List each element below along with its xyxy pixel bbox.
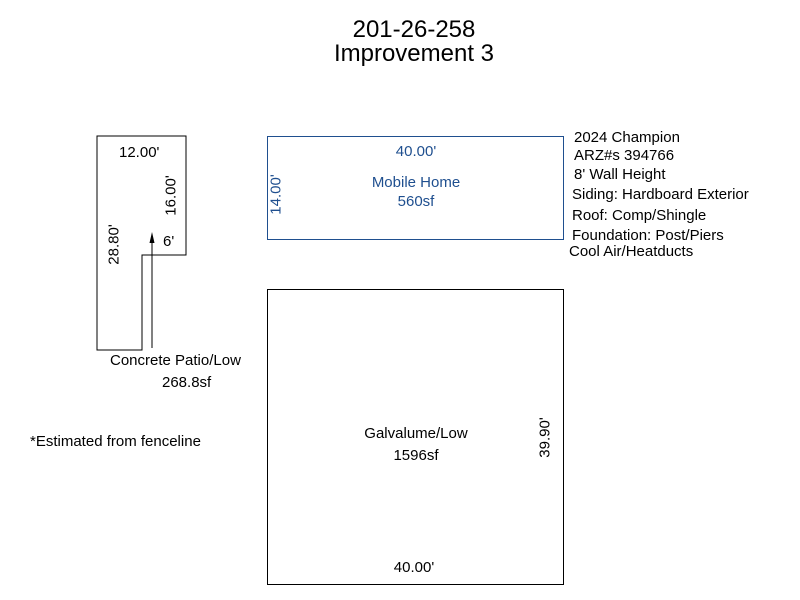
patio-outline [96,135,187,351]
mobile-home-width-dimension: 40.00' [395,143,437,160]
patio-arrow-head [149,232,155,243]
galvalume-area: 1596sf [393,447,439,464]
patio-notch-dimension: 6' [163,233,175,250]
detail-wall-height: 8' Wall Height [574,166,666,183]
detail-hvac: Cool Air/Heatducts [569,243,694,260]
galvalume-bottom-dimension: 40.00' [393,559,435,576]
mobile-home-height-dimension: 14.00' [267,174,285,215]
detail-arz-number: ARZ#s 394766 [574,147,675,164]
mobile-home-area: 560sf [397,193,435,210]
galvalume-right-dimension: 39.90' [536,417,554,458]
parcel-number: 201-26-258 [352,16,476,43]
estimate-note: *Estimated from fenceline [30,433,201,450]
detail-model: 2024 Champion [574,129,680,146]
galvalume-name: Galvalume/Low [364,425,468,442]
patio-left-dimension: 28.80' [105,224,123,265]
mobile-home-name: Mobile Home [371,174,461,191]
patio-right-dimension: 16.00' [162,175,180,216]
patio-name: Concrete Patio/Low [110,352,241,369]
patio-area: 268.8sf [162,374,212,391]
detail-roof: Roof: Comp/Shingle [572,207,707,224]
detail-siding: Siding: Hardboard Exterior [572,186,749,203]
galvalume-outline [267,289,564,585]
detail-foundation: Foundation: Post/Piers [572,227,724,244]
mobile-home-outline [267,136,564,240]
improvement-title: Improvement 3 [333,40,495,67]
patio-top-dimension: 12.00' [119,144,160,161]
